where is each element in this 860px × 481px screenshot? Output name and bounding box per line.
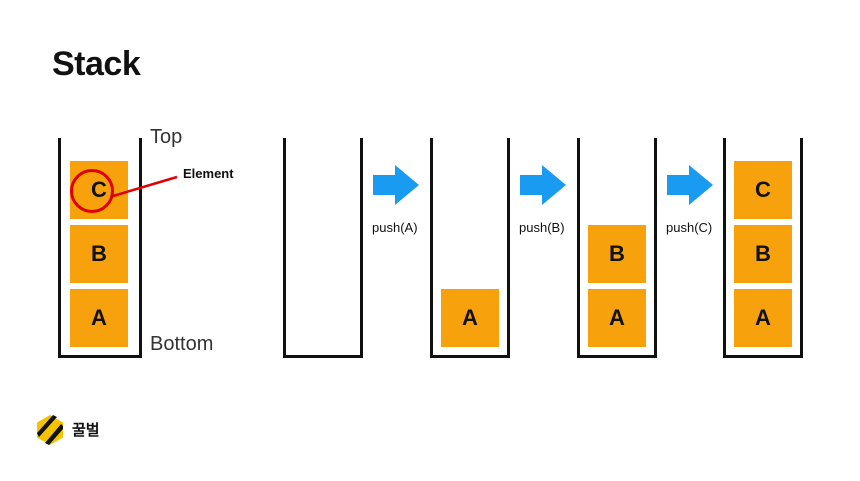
push-a-label: push(A)	[372, 220, 418, 235]
stack-state-empty	[283, 138, 363, 358]
push-c-label: push(C)	[666, 220, 713, 235]
block-label: C	[755, 177, 771, 202]
stack-block-c: C	[734, 161, 792, 219]
bottom-label: Bottom	[150, 333, 214, 355]
arrow-right-icon	[667, 165, 713, 205]
stack-block-b: B	[588, 225, 646, 283]
stack-block-b: B	[734, 225, 792, 283]
element-label: Element	[183, 166, 234, 181]
element-highlight-ring	[70, 169, 114, 213]
slide-title: Stack	[52, 45, 141, 83]
push-b-label: push(B)	[519, 220, 565, 235]
stack-block-a: A	[734, 289, 792, 347]
block-label: B	[91, 241, 107, 266]
stack-block-a: A	[70, 289, 128, 347]
arrow-right-icon	[520, 165, 566, 205]
stack-block-b: B	[70, 225, 128, 283]
bee-logo-icon	[37, 415, 63, 445]
block-label: A	[609, 305, 625, 330]
stack-block-a: A	[441, 289, 499, 347]
arrow-right-icon	[373, 165, 419, 205]
stack-state-abc: C B A	[723, 138, 803, 358]
top-label: Top	[150, 126, 183, 148]
stack-state-ab: B A	[577, 138, 657, 358]
block-label: B	[609, 241, 625, 266]
stack-state-a: A	[430, 138, 510, 358]
block-label: B	[755, 241, 771, 266]
block-label: A	[91, 305, 107, 330]
block-label: A	[462, 305, 478, 330]
stack-block-a: A	[588, 289, 646, 347]
brand-name: 꿀벌	[72, 421, 100, 439]
block-label: A	[755, 305, 771, 330]
